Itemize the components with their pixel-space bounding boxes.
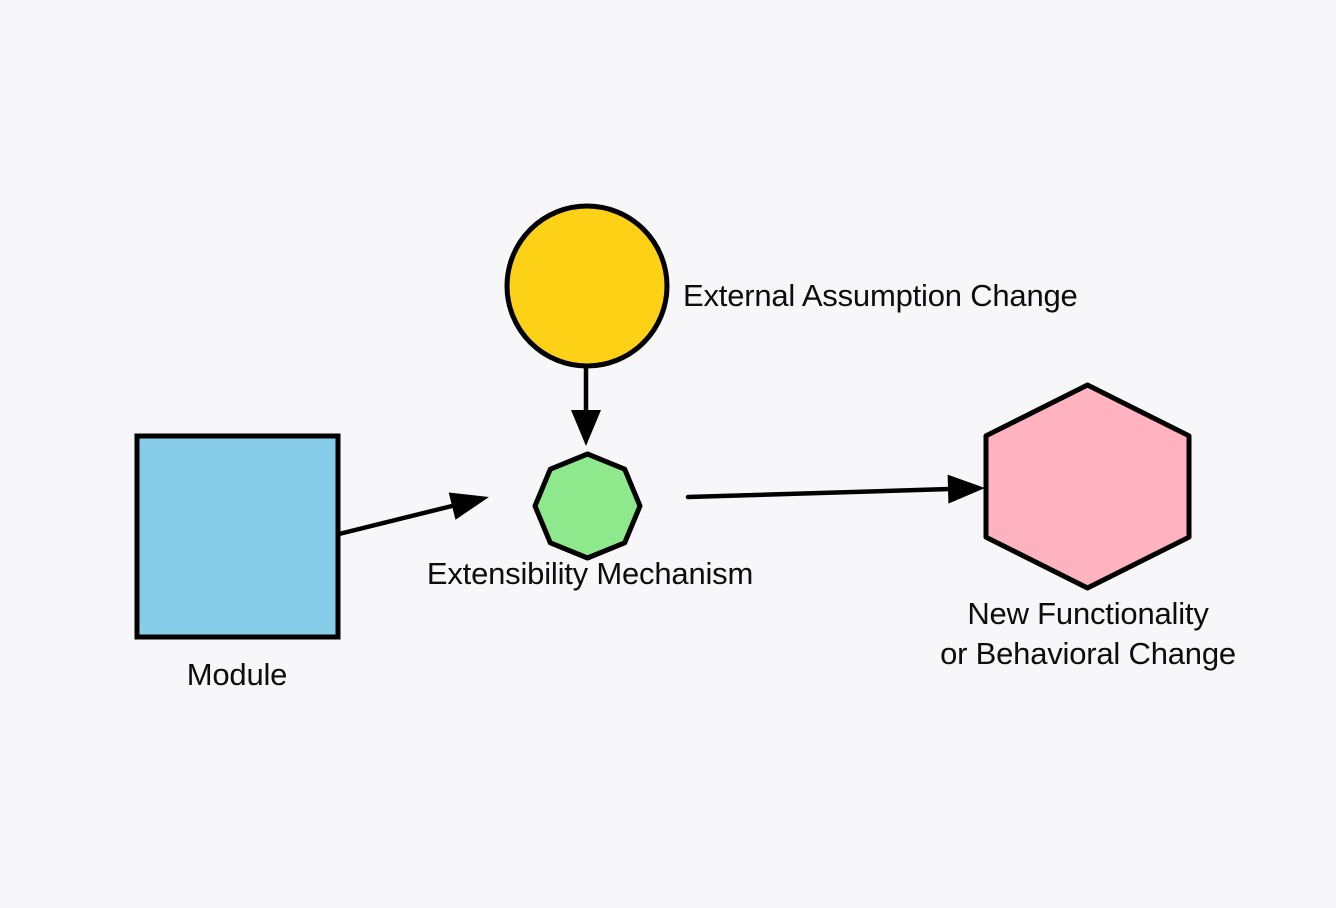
arrowhead-icon bbox=[448, 492, 489, 520]
module-node bbox=[134, 433, 341, 640]
external-assumption-change-node bbox=[504, 203, 670, 369]
arrow-line bbox=[336, 503, 455, 537]
arrowhead-icon bbox=[947, 474, 985, 504]
extensibility-mechanism-node bbox=[532, 451, 643, 561]
extensibility-mechanism-label: Extensibility Mechanism bbox=[426, 556, 754, 591]
arrow-external-to-mechanism bbox=[571, 365, 601, 446]
arrow-mechanism-to-new-functionality bbox=[685, 474, 985, 504]
new-functionality-label-line2: or Behavioral Change bbox=[940, 636, 1236, 671]
external-assumption-change-label: External Assumption Change bbox=[683, 278, 1078, 313]
new-functionality-node bbox=[983, 382, 1192, 591]
arrow-line bbox=[685, 486, 953, 500]
arrowhead-icon bbox=[571, 410, 601, 446]
new-functionality-label-line1: New Functionality bbox=[967, 596, 1209, 631]
module-label: Module bbox=[186, 657, 288, 692]
new-functionality-label: New Functionality or Behavioral Change bbox=[938, 594, 1238, 674]
arrow-module-to-mechanism bbox=[336, 492, 489, 537]
